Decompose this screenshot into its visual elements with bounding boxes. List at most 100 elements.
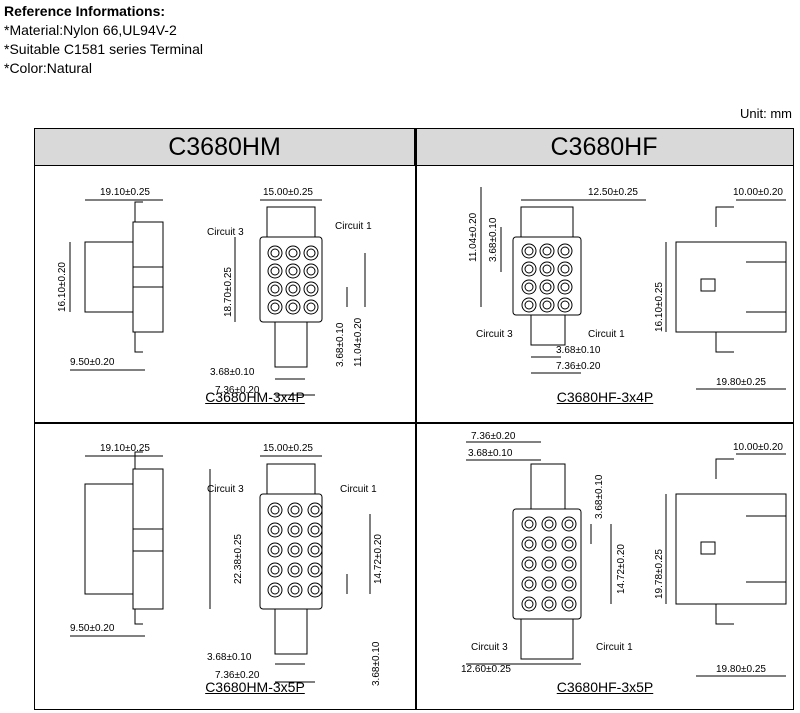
contact-hole-inner [544,559,554,569]
contact-hole [539,261,555,277]
contact-hole-inner [542,264,552,274]
contact-hole [287,542,303,558]
hf35-front-tail [520,618,574,660]
contact-hole [557,297,573,313]
contact-hole-inner [288,248,298,258]
contact-hole-inner [290,525,300,535]
contact-hole [285,263,301,279]
hf35-side-window [700,541,716,555]
hf35-label-span: 7.36±0.20 [471,431,516,442]
contact-hole-inner [544,539,554,549]
contact-hole [521,576,537,592]
hm34-side-body [84,241,134,313]
caption-hm-3x5: C3680HM-3x5P [205,679,305,695]
contact-hole-inner [270,266,280,276]
contact-hole-inner [524,559,534,569]
contact-hole-inner [290,545,300,555]
drawing-hf-3x5: 7.36±0.20 3.68±0.10 3.68±0.10 14.72±0.20… [461,431,787,677]
contact-hole-inner [270,565,280,575]
hf34-side-window [700,278,716,292]
hm35-side-body [84,483,134,595]
contact-hole-inner [542,300,552,310]
contact-hole [557,261,573,277]
contact-hole [521,297,537,313]
drawing-hm-3x4: 19.10±0.25 16.10±0.20 9.50±0.20 15.00±0.… [57,187,372,396]
contact-hole-inner [288,284,298,294]
contact-hole-inner [288,302,298,312]
hf35-label-side-width: 10.00±0.20 [733,442,783,453]
contact-hole-inner [524,519,534,529]
contact-hole [557,279,573,295]
contact-hole [541,576,557,592]
hm35-label-circuit3: Circuit 3 [207,484,244,495]
contact-hole [539,297,555,313]
hf35-label-circuit1: Circuit 1 [596,642,633,653]
contact-hole-inner [564,539,574,549]
contact-hole [521,556,537,572]
hm35-label-bottom: 9.50±0.20 [70,623,115,634]
reference-line: *Suitable C1581 series Terminal [4,41,203,57]
hm35-label-height: 22.38±0.25 [233,534,244,584]
contact-hole [267,522,283,538]
contact-hole-inner [524,579,534,589]
hm35-label-vspan: 14.72±0.20 [373,534,384,584]
hm34-label-circuit1: Circuit 1 [335,221,372,232]
contact-hole [521,279,537,295]
contact-hole [521,596,537,612]
contact-hole [285,281,301,297]
hf35-label-bottom: 12.60±0.25 [461,664,511,675]
contact-hole-inner [310,545,320,555]
drawing-table: C3680HM C3680HF 19.10±0.25 [34,128,794,710]
hm34-side-latch [134,201,143,353]
hf34-label-vspan: 11.04±0.20 [468,212,479,262]
contact-hole-inner [544,599,554,609]
hm35-hole-grid [267,502,323,598]
contact-hole-inner [524,599,534,609]
hf35-label-side-bottom: 19.80±0.25 [716,664,766,675]
hf34-front-top [520,206,574,238]
hf35-label-side-height: 19.78±0.25 [654,549,665,599]
hf34-label-circuit3: Circuit 3 [476,329,513,340]
hf34-label-front-width: 12.50±0.25 [588,187,638,198]
contact-hole [307,502,323,518]
reference-line: *Material:Nylon 66,UL94V-2 [4,22,177,38]
contact-hole [521,516,537,532]
hf34-label-side-width: 10.00±0.20 [733,187,783,198]
contact-hole [541,536,557,552]
hm34-label-top: 19.10±0.25 [100,187,150,198]
hm35-side-latch [134,451,143,625]
contact-hole-inner [290,585,300,595]
contact-hole [267,299,283,315]
contact-hole-inner [310,565,320,575]
reference-title: Reference Informations: [4,3,166,19]
contact-hole [303,245,319,261]
contact-hole-inner [310,585,320,595]
drawing-hf-3x4: 11.04±0.20 3.68±0.10 12.50±0.25 3.68±0.1… [468,187,787,390]
contact-hole-inner [306,266,316,276]
contact-hole [557,243,573,259]
hm34-front-top [266,206,316,238]
contact-hole-inner [560,300,570,310]
contact-hole-inner [542,282,552,292]
hm34-label-circuit3: Circuit 3 [207,227,244,238]
hm34-label-span: 7.36±0.20 [215,385,260,396]
contact-hole [267,245,283,261]
contact-hole [539,279,555,295]
contact-hole [267,281,283,297]
contact-hole-inner [270,284,280,294]
hm35-side-slot [132,528,164,552]
hm35-label-front-width: 15.00±0.25 [263,443,313,454]
contact-hole-inner [270,545,280,555]
contact-hole [541,556,557,572]
contact-hole-inner [306,248,316,258]
contact-hole [303,281,319,297]
contact-hole-inner [524,264,534,274]
contact-hole-inner [564,579,574,589]
contact-hole-inner [310,505,320,515]
hm34-front-tail [274,321,308,368]
contact-hole-inner [270,302,280,312]
header-c3680hf: C3680HF [415,129,793,166]
contact-hole [561,576,577,592]
contact-hole-inner [270,525,280,535]
reference-line: *Color:Natural [4,60,92,76]
